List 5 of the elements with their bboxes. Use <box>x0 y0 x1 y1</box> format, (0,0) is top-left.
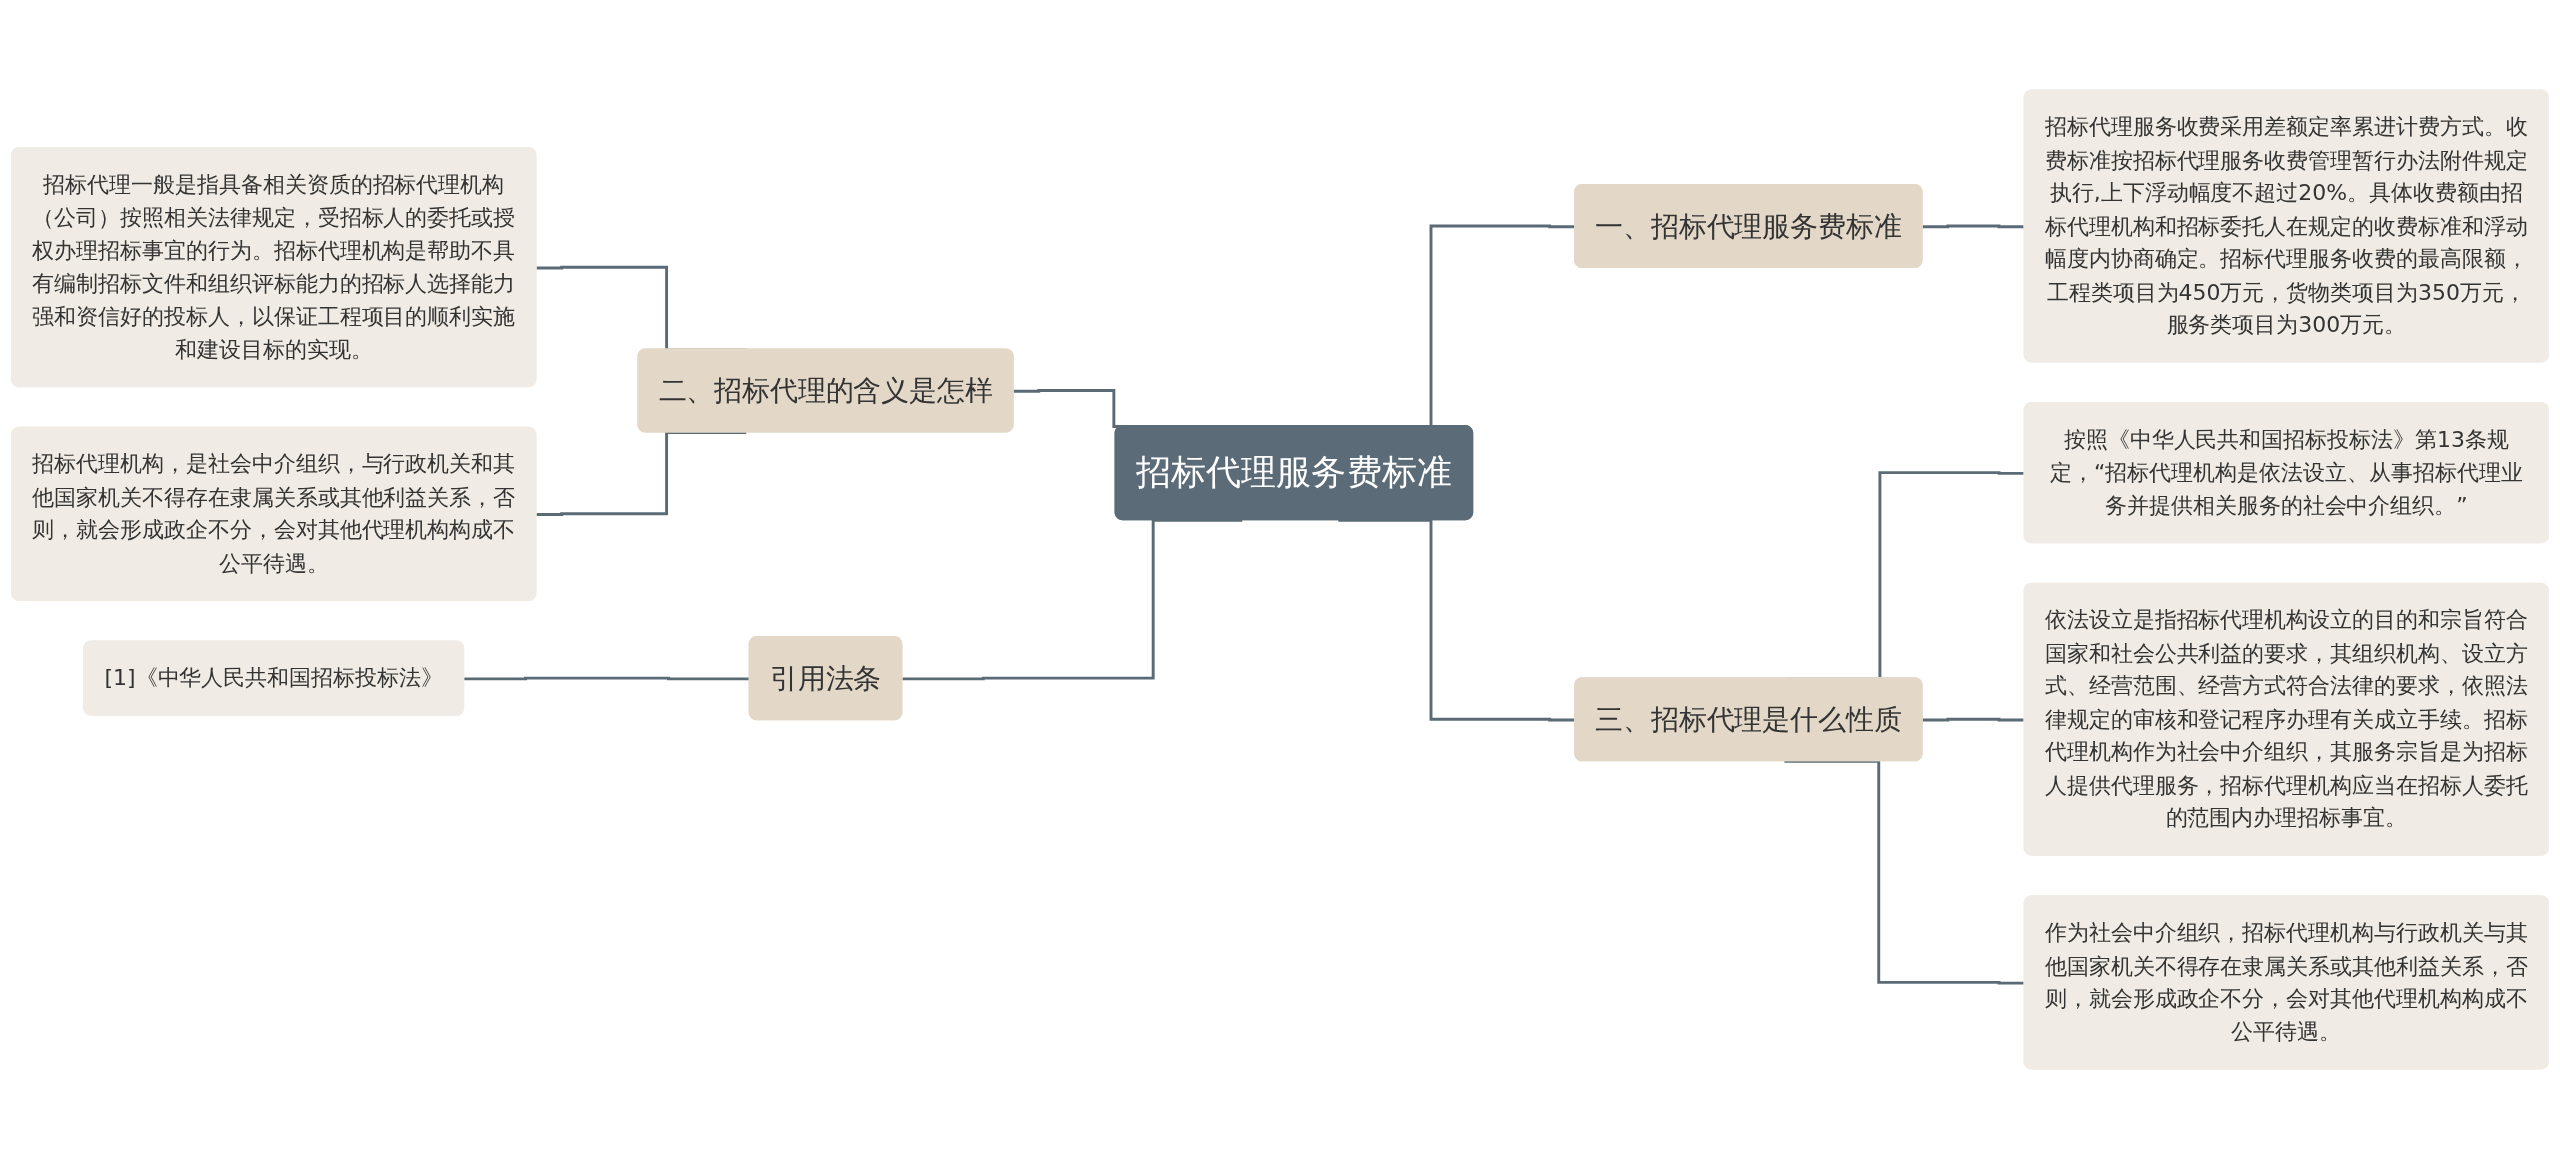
connector <box>902 518 1243 681</box>
connector <box>1922 717 2025 722</box>
connector <box>1922 224 2025 229</box>
connector <box>1784 759 2025 985</box>
connector <box>536 431 747 516</box>
